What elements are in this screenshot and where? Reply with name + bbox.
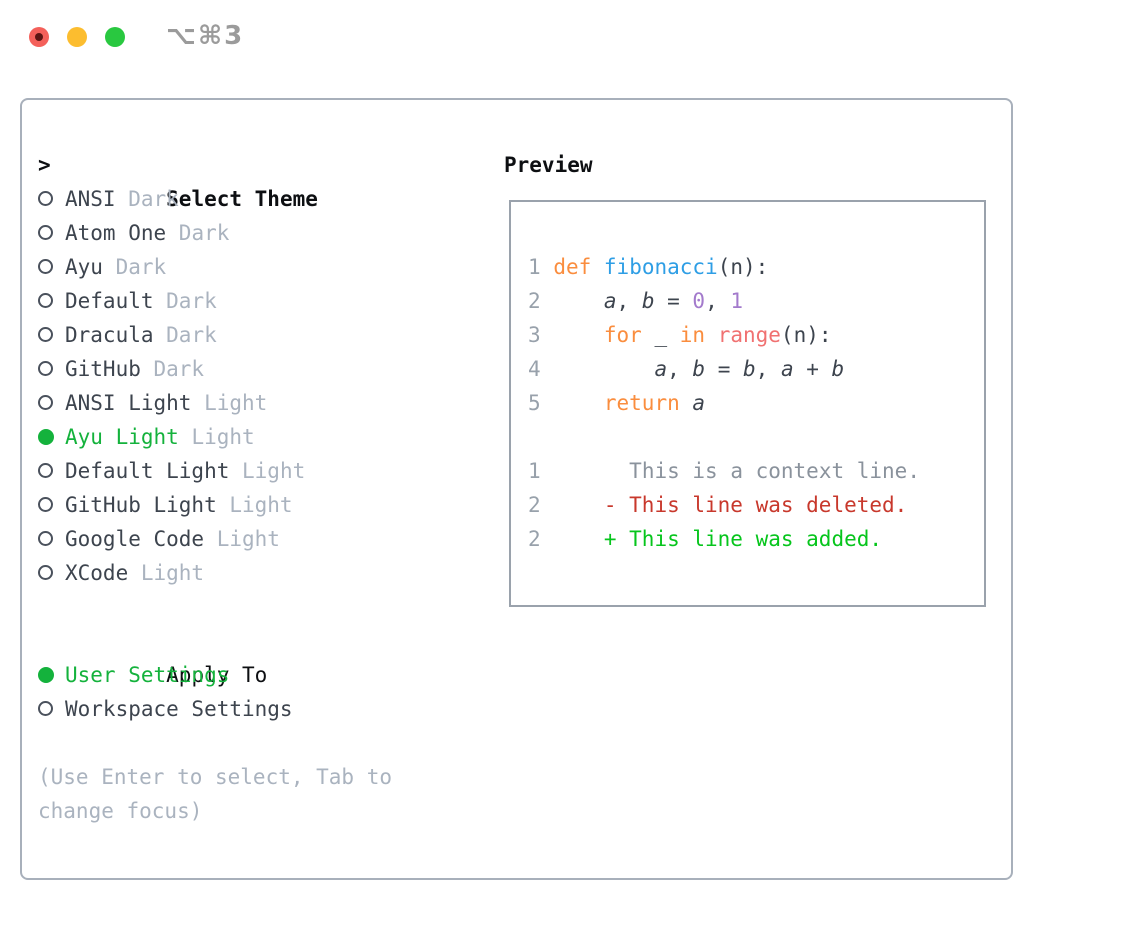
apply-option-workspace-settings[interactable]: Workspace Settings (38, 692, 498, 726)
theme-item-google-code[interactable]: Google Code Light (38, 522, 498, 556)
preview-line: 3 for _ in range(n): (528, 323, 832, 347)
preview-line (528, 420, 984, 454)
theme-variant: Light (242, 459, 306, 483)
preview-title: Preview (504, 153, 593, 177)
preview-pane: 1 def fibonacci(n): 2 a, b = 0, 1 3 for _ … (509, 200, 986, 607)
preview-line: 2 + This line was added. (528, 527, 883, 551)
theme-name: GitHub (65, 357, 141, 381)
apply-to-header: Apply To (38, 624, 498, 687)
theme-name: XCode (65, 561, 129, 585)
theme-variant: Dark (178, 221, 230, 245)
theme-item-github-light[interactable]: GitHub Light Light (38, 488, 498, 522)
preview-line: 2 a, b = 0, 1 (528, 289, 744, 313)
theme-item-ansi[interactable]: ANSI Dark (38, 182, 498, 216)
theme-variant: Dark (166, 323, 217, 347)
theme-item-github[interactable]: GitHub Dark (38, 352, 498, 386)
theme-name: ANSI Light (65, 391, 192, 415)
theme-variant: Light (216, 527, 280, 551)
theme-name: Default Light (65, 459, 230, 483)
theme-name: Atom One (65, 221, 167, 245)
theme-name: ANSI (65, 187, 116, 211)
apply-option-label: User Settings (65, 663, 230, 687)
theme-item-default[interactable]: Default Dark (38, 284, 498, 318)
theme-variant: Dark (115, 255, 167, 279)
spacer (38, 590, 498, 624)
theme-name: Ayu (65, 255, 103, 279)
preview-line: 5 return a (528, 391, 706, 415)
apply-to-title: Apply To (166, 663, 268, 687)
theme-name: Default (65, 289, 154, 313)
prompt-caret: > (38, 153, 51, 177)
theme-name: GitHub Light (65, 493, 217, 517)
theme-name: Google Code (65, 527, 205, 551)
theme-variant: Dark (153, 357, 205, 381)
theme-variant: Light (191, 425, 255, 449)
theme-variant: Dark (128, 187, 179, 211)
theme-name: Dracula (65, 323, 154, 347)
theme-variant: Light (229, 493, 293, 517)
preview-line: 4 a, b = b, a + b (528, 357, 845, 381)
theme-item-default-light[interactable]: Default Light Light (38, 454, 498, 488)
apply-option-user-settings[interactable]: User Settings (38, 658, 498, 692)
spacer (38, 726, 498, 760)
zoom-button[interactable] (105, 27, 125, 47)
close-button[interactable] (29, 27, 49, 47)
minimize-button[interactable] (67, 27, 87, 47)
theme-item-ayu[interactable]: Ayu Dark (38, 250, 498, 284)
theme-variant: Light (204, 391, 268, 415)
select-theme-title: Select Theme (166, 187, 318, 211)
theme-name: Ayu Light (65, 425, 179, 449)
preview-line: 1 This is a context line. (528, 459, 920, 483)
theme-item-ansi-light[interactable]: ANSI Light Light (38, 386, 498, 420)
theme-item-xcode[interactable]: XCode Light (38, 556, 498, 590)
help-text: (Use Enter to select, Tab to change focu… (38, 765, 393, 823)
theme-item-ayu-light[interactable]: Ayu Light Light (38, 420, 498, 454)
preview-line: 1 def fibonacci(n): (528, 255, 769, 279)
theme-variant: Light (140, 561, 205, 585)
keyboard-shortcut-label: ⌥⌘3 (166, 21, 245, 51)
theme-variant: Dark (166, 289, 217, 313)
titlebar: ⌥⌘3 (0, 0, 1140, 74)
theme-item-dracula[interactable]: Dracula Dark (38, 318, 498, 352)
apply-option-label: Workspace Settings (65, 697, 293, 721)
select-theme-header: > Select Theme (38, 148, 498, 211)
theme-item-atom-one[interactable]: Atom One Dark (38, 216, 498, 250)
preview-line: 2 - This line was deleted. (528, 493, 908, 517)
